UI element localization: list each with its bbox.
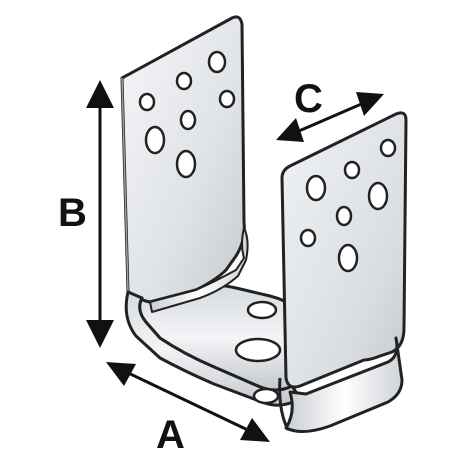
dimension-b-arrow bbox=[86, 80, 114, 348]
label-c: C bbox=[294, 77, 323, 121]
front-plate bbox=[278, 111, 408, 433]
dimension-c-arrow bbox=[276, 92, 384, 142]
front-plate-holes bbox=[299, 138, 397, 273]
base-slots bbox=[234, 300, 282, 405]
label-a: A bbox=[156, 413, 185, 457]
back-plate bbox=[120, 15, 246, 305]
dimension-a-arrow bbox=[106, 362, 270, 442]
back-plate-holes bbox=[138, 50, 236, 179]
bracket-base bbox=[124, 227, 302, 407]
label-b: B bbox=[58, 191, 87, 235]
